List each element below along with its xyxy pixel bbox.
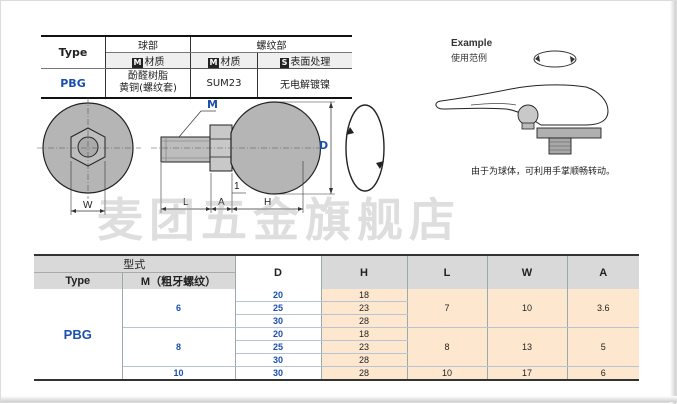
spec-header-group: 型式 [34, 255, 236, 273]
spec-w-cell: 17 [487, 366, 568, 381]
dim-label-m: M [207, 98, 218, 111]
rotation-ellipse [345, 104, 385, 192]
page-shadow-bottom [1, 396, 677, 402]
spec-d-cell: 30 [235, 353, 322, 367]
spec-d-cell: 30 [235, 314, 322, 328]
mat-col3-label: 表面处理 [290, 57, 331, 68]
dim-label-1: 1 [234, 181, 240, 192]
spec-type-cell: PBG [34, 289, 123, 381]
ball-material-line1: 酚醛树脂 [128, 71, 168, 82]
spec-l-cell: 7 [407, 289, 488, 328]
spec-m-cell: 6 [122, 289, 236, 328]
spec-l-cell: 10 [407, 366, 488, 381]
mat-type-value: PBG [41, 68, 106, 99]
mat-col1-label: 材质 [144, 57, 165, 68]
technical-drawing [37, 50, 609, 215]
spec-h-cell: 23 [321, 301, 408, 315]
spec-header-h: H [321, 255, 408, 289]
mat-thread-header: 螺纹部 [190, 36, 352, 53]
page-shadow-right [670, 1, 676, 404]
dim-label-h: H [264, 197, 272, 208]
spec-h-cell: 28 [321, 353, 408, 367]
material-tag: M [207, 58, 220, 68]
spec-d-cell: 25 [235, 301, 322, 315]
spec-h-cell: 18 [321, 289, 408, 302]
watermark-text: 麦团五金旗舰店 [97, 193, 461, 247]
spec-w-cell: 10 [487, 289, 568, 328]
example-title: Example [451, 38, 493, 49]
dim-label-a: A [218, 197, 225, 208]
example-rotation-arrow [533, 50, 577, 68]
spec-header-d: D [235, 255, 322, 289]
spec-w-cell: 13 [487, 327, 568, 367]
mat-type-header: Type [41, 36, 106, 69]
spec-header-w: W [487, 255, 568, 289]
mat-col2-label: 材质 [220, 57, 241, 68]
dim-label-l: L [183, 197, 189, 208]
example-note: 由于为球体，可利用手掌顺畅转动。 [471, 167, 616, 177]
spec-a-cell: 6 [567, 366, 639, 381]
dim-label-w: W [83, 200, 93, 211]
spec-d-cell: 20 [235, 289, 322, 302]
hand-illustration [435, 84, 609, 126]
mat-ball-header: 球部 [105, 36, 191, 53]
spec-l-cell: 8 [407, 327, 488, 367]
spec-d-cell: 20 [235, 327, 322, 341]
spec-h-cell: 28 [321, 314, 408, 328]
spec-m-cell: 8 [122, 327, 236, 367]
spec-header-type: Type [34, 272, 123, 289]
spec-header-m: M（粗牙螺纹） [122, 272, 236, 289]
example-plate [536, 127, 602, 139]
surface-tag: S [279, 58, 290, 68]
material-tag: M [131, 58, 144, 68]
mat-ball-material: 酚醛树脂 黄铜(螺纹套) [105, 68, 191, 99]
spec-h-cell: 18 [321, 327, 408, 341]
spec-a-cell: 3.6 [567, 289, 639, 328]
spec-m-cell: 10 [122, 366, 236, 381]
spec-h-cell: 28 [321, 366, 408, 381]
mat-thread-material: SUM23 [190, 68, 258, 99]
mat-surface-treatment: 无电解镀镍 [257, 68, 352, 99]
spec-d-cell: 30 [235, 366, 322, 381]
spec-header-l: L [407, 255, 488, 289]
spec-h-cell: 23 [321, 340, 408, 354]
ball-material-line2: 黄铜(螺纹套) [119, 83, 177, 94]
spec-header-a: A [567, 255, 639, 289]
spec-d-cell: 25 [235, 340, 322, 354]
dim-label-d: D [319, 139, 329, 152]
spec-table: 型式 D H L W A Type M（粗牙螺纹） PBG 6 20 18 7 … [34, 254, 639, 381]
example-subtitle: 使用范例 [451, 54, 488, 64]
spec-a-cell: 5 [567, 327, 639, 367]
